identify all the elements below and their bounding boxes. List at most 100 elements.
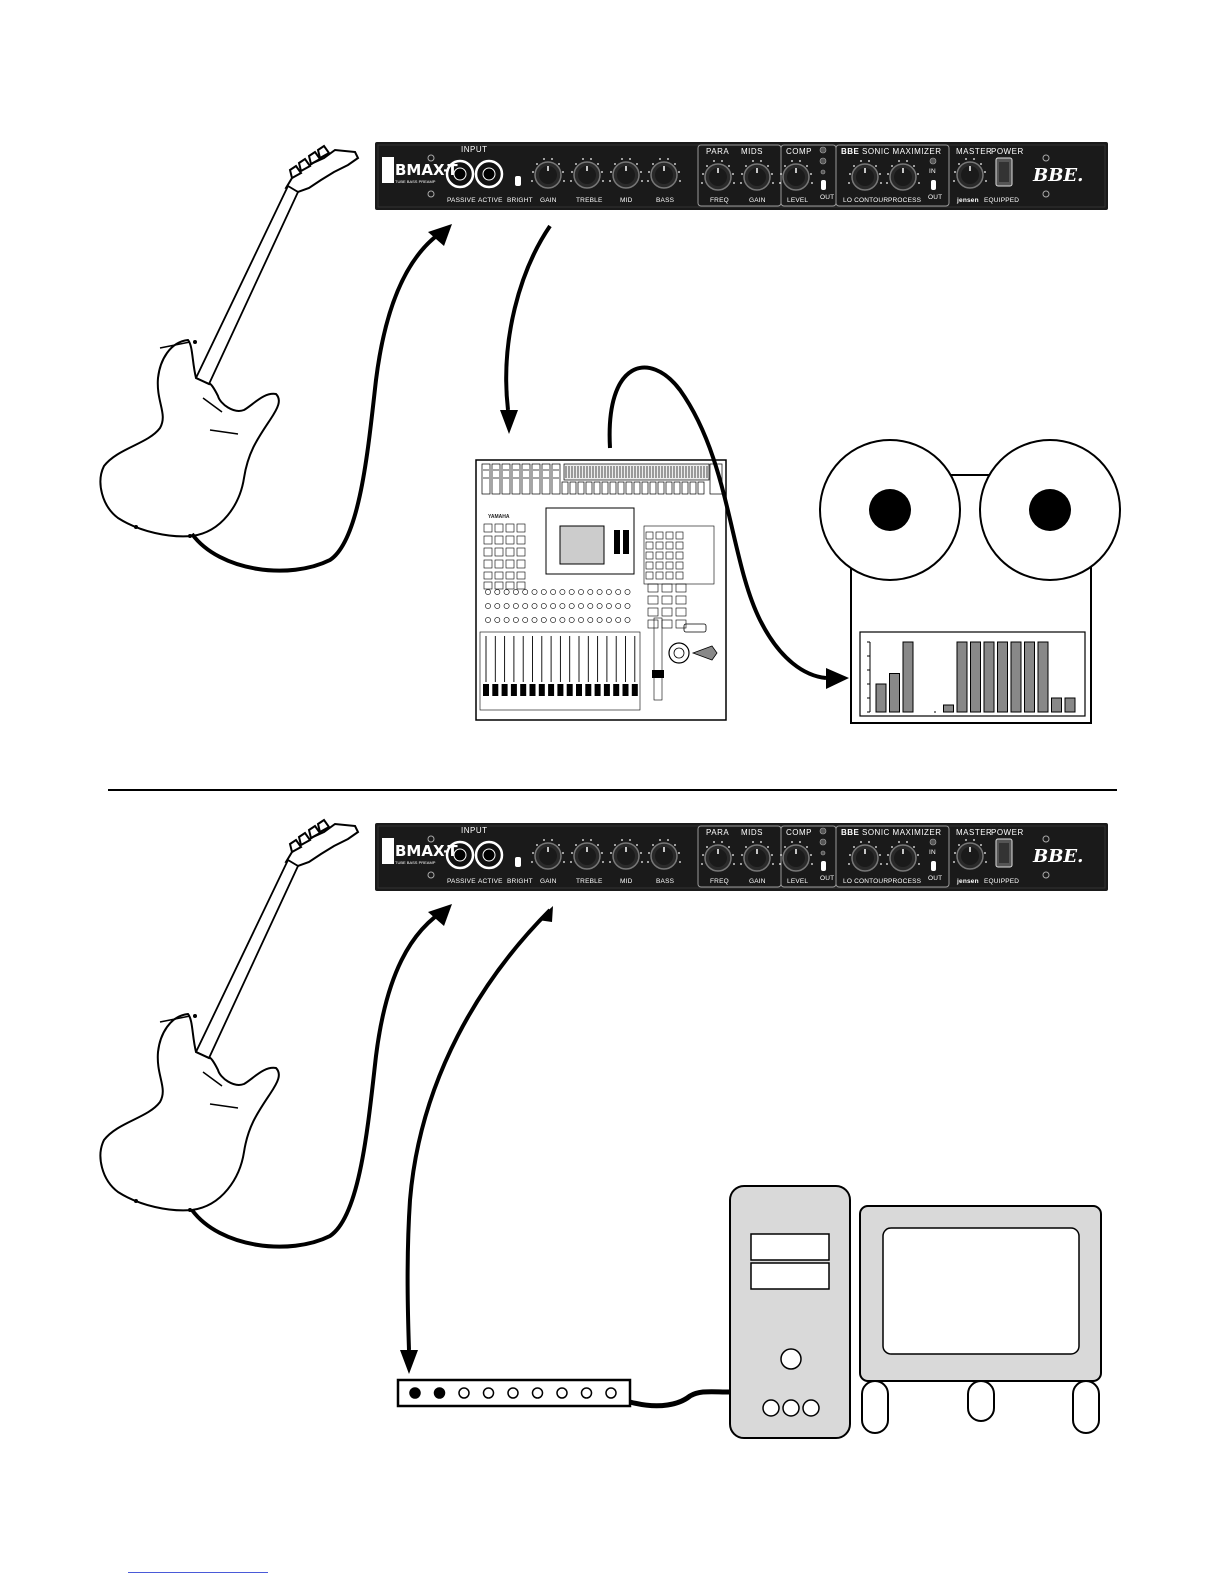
label-process: PROCESS [888,197,922,204]
mixer-button [483,571,493,580]
mixer-channel-strip [481,463,491,495]
mixer-channel-knob [596,603,603,609]
label-bright: BRIGHT [507,197,533,204]
mixer-channel-knob [615,617,622,623]
mixer-button [665,571,674,580]
passive-input-jack[interactable] [446,160,474,188]
mixer-upper-button [673,481,681,495]
bbe-logo: BBE. [1032,846,1083,867]
label-freq: FREQ [710,878,729,885]
meter-bar [1051,697,1062,713]
mixer-channel-knob [494,617,501,623]
label-sonic-in: IN [929,168,936,175]
section-mids: MIDS [741,147,763,156]
mixer-channel-knob [513,603,519,609]
preamp-unit-bottom: BMAX-T TUBE BASS PREAMP INPUT PASSIVE AC… [373,821,1110,893]
section-comp: COMP [786,147,812,156]
mixer-button [675,551,684,560]
label-power: POWER [991,147,1024,156]
cable-preamp-to-audio-interface [405,908,552,1351]
mixer-button [655,551,664,560]
mixer-button [675,607,687,617]
mixer-fader-cap [501,684,508,696]
active-input-jack[interactable] [475,841,503,869]
mixer-channel-knob [615,603,622,609]
mixer-button [494,547,504,557]
mixer-button [645,551,654,560]
mixer-fader-cap [566,684,573,696]
label-power: POWER [991,828,1024,837]
mixer-upper-button [601,481,609,495]
label-treble: TREBLE [576,197,603,204]
section-sonic-maximizer: SONIC MAXIMIZER [862,147,942,156]
bright-switch[interactable] [513,855,523,869]
mixer-upper-button [657,481,665,495]
meter-bar [1010,641,1022,713]
mixer-fader-cap [576,684,582,696]
label-mids-gain: GAIN [749,197,766,204]
interface-jack [507,1387,519,1399]
mixer-button [494,571,504,580]
reel-hub-right [1029,489,1071,531]
meter-bar [1064,697,1076,713]
mixer-upper-button [577,481,585,495]
mixer-channel-knob [559,603,566,609]
mixer-channel-knob [531,617,538,623]
mixer-channel-knob [624,617,631,623]
mixer-channel-knob [605,589,612,595]
mixer-channel-knob [568,617,575,623]
section-para: PARA [706,828,729,837]
mixer-fader-cap [520,684,527,696]
mixer-fader-cap [557,684,564,696]
active-input-jack[interactable] [475,160,503,188]
interface-jack [531,1387,544,1399]
mixer-channel-knob [550,603,556,609]
mixer-button [647,595,659,605]
power-switch[interactable] [996,158,1012,186]
mixer-channel-knob [522,603,529,609]
power-switch[interactable] [996,839,1012,867]
preamp-logo-sub: TUBE BASS PREAMP [395,179,436,184]
mixer-button [647,619,659,629]
footer-link-underline [128,1572,268,1573]
power-button-icon[interactable] [780,1348,802,1370]
mixer-button [665,561,674,570]
mixer-button [661,607,673,617]
mixer-button [645,561,654,570]
equipped-label: EQUIPPED [984,878,1019,885]
label-process: PROCESS [888,878,922,885]
mixer-button [505,581,515,590]
preamp-logo-sub: TUBE BASS PREAMP [395,860,436,865]
mixer-meter-bridge [563,463,710,481]
mixer-button [494,581,504,590]
mixer-channel-knob [624,603,631,609]
mixer-upper-button [681,481,689,495]
mixer-channel-knob [596,589,603,595]
mixer-button [494,535,504,545]
mixer-channel-knob [615,589,622,595]
mixer-channel-knob [568,603,575,609]
mixer-fader-cap [603,684,610,696]
mixer-upper-button [697,481,705,495]
mixer-upper-button [665,481,673,495]
interface-jack [482,1387,495,1399]
preamp-section-input: INPUT [461,145,488,154]
meter-bar [1037,641,1049,713]
mixer-channel-knob [605,617,612,623]
mixer-fader-cap [585,684,592,696]
jensen-label: jensen [956,878,979,885]
bright-switch[interactable] [513,174,523,188]
tower-port-3 [802,1399,820,1417]
mixer-channel-knob [550,617,556,623]
mixer-button [645,571,654,580]
mixing-console: YAMAHA [475,459,727,721]
mixer-right-panel [643,525,715,585]
cable-mixer-to-tape-machine [607,365,827,680]
passive-input-jack[interactable] [446,841,474,869]
mixer-channel-knob [503,589,510,595]
monitor-leg-left [861,1380,889,1434]
mixer-channel-knob [568,589,575,595]
section-para: PARA [706,147,729,156]
bass-guitar-top [99,145,359,539]
label-gain: GAIN [540,878,557,885]
